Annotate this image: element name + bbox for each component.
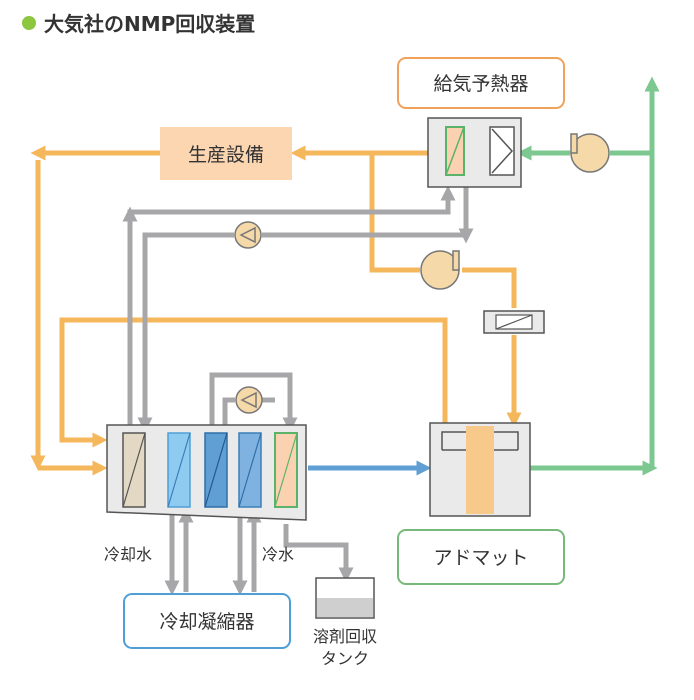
green-flow-lines — [516, 76, 660, 476]
filter-icon — [483, 310, 545, 334]
production-equipment-box — [160, 127, 292, 180]
adsorber-rotor-icon — [466, 426, 494, 514]
gray-top-return — [127, 185, 456, 428]
cooling-water-left-label: 冷却水 — [104, 545, 152, 564]
preheater-unit — [427, 117, 522, 188]
orange-adsorber-top-loop — [59, 317, 448, 448]
condenser-unit — [106, 424, 307, 521]
preheater-label: 給気予熱器 — [433, 73, 528, 95]
adsorber-label-box — [397, 529, 565, 585]
supply-fan-icon — [570, 133, 610, 173]
gray-to-tank — [283, 524, 354, 583]
gray-fan1-line — [142, 232, 234, 428]
cooling-water-right-label: 冷水 — [262, 545, 294, 564]
solvent-tank-label-2: タンク — [321, 649, 369, 668]
page-title: 大気社のNMP回収装置 — [44, 12, 255, 36]
loop-fan-icon — [235, 386, 263, 414]
production-equipment-label: 生産設備 — [188, 144, 264, 166]
adsorber-unit — [429, 422, 531, 517]
preheater-label-box — [397, 57, 565, 109]
orange-branch-down — [369, 153, 420, 273]
gray-loop-top — [209, 372, 298, 433]
orange-fan2-to-filter — [462, 267, 517, 308]
gray-loop-inner — [222, 397, 275, 428]
title-dot-icon — [22, 16, 36, 30]
process-fan-icon — [420, 250, 460, 290]
adsorber-label: アドマット — [433, 547, 528, 569]
gray-fan-icon — [234, 221, 262, 249]
solvent-tank-icon — [315, 577, 375, 619]
heat-exchanger-icon — [489, 126, 515, 176]
condenser-label: 冷却凝縮器 — [159, 611, 254, 633]
gray-flow-lines — [122, 178, 474, 596]
orange-flow-lines — [30, 145, 522, 476]
condenser-label-box — [123, 593, 291, 649]
solvent-tank-label-1: 溶剤回収 — [313, 627, 377, 646]
